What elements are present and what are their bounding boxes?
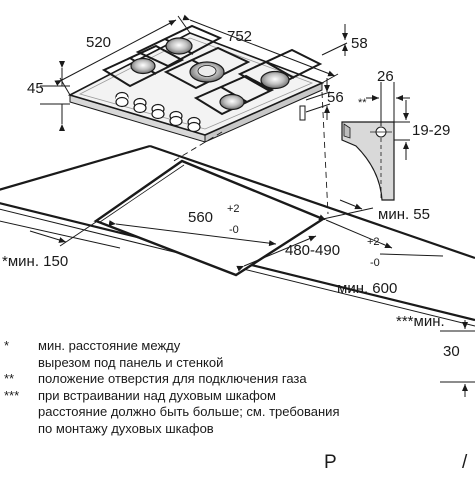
corner-mark-right: /: [462, 452, 468, 473]
footnote-mark: [4, 421, 38, 438]
dim-cutout-depth-tol-up: +2: [367, 236, 380, 248]
dim-gas-19-29: 19-29: [412, 122, 450, 139]
cutout-dimensions: [29, 199, 475, 397]
footnote-row: по монтажу духовых шкафов: [4, 421, 474, 438]
dim-depth-520: 520: [86, 34, 111, 51]
dim-min-30-value: 30: [443, 343, 460, 360]
dim-cutout-width-tol-up: +2: [227, 203, 240, 215]
hob-dimensions: [40, 14, 348, 131]
gas-connection-detail: [341, 82, 410, 201]
dim-gas-26: 26: [377, 68, 394, 85]
dim-width-752: 752: [227, 28, 252, 45]
footnote-text: мин. расстояние между: [38, 338, 181, 353]
worktop-back-edge: [0, 144, 151, 191]
gas-connector: [299, 105, 306, 121]
footnote-row: расстояние должно быть больше; см. требо…: [4, 404, 474, 421]
footnote-mark: *: [4, 338, 10, 353]
dim-right-56: 56: [327, 89, 344, 106]
dim-min-150: *мин. 150: [2, 253, 68, 270]
footnote-mark: [4, 355, 38, 372]
footnote-row: ** положение отверстия для подключения га…: [4, 371, 474, 388]
footnote-mark: **: [4, 371, 15, 386]
burner-center-wok-inner: [197, 65, 217, 77]
corner-letter-left: P: [324, 452, 337, 473]
dim-right-58: 58: [351, 35, 368, 52]
footnote-text: расстояние должно быть больше; см. требо…: [38, 404, 340, 419]
dim-min-30-label: ***мин.: [396, 313, 445, 330]
burner-front-left: [130, 57, 156, 75]
burner-rear-left: [165, 37, 193, 55]
dim-cutout-depth: 480-490: [285, 242, 340, 259]
footnote-row: * мин. расстояние между: [4, 338, 474, 355]
footnote-text: по монтажу духовых шкафов: [38, 420, 214, 436]
footnote-row: *** при встраивании над духовым шкафом: [4, 388, 474, 405]
gas-marker: **: [358, 97, 367, 109]
dim-min-600: мин. 600: [337, 280, 397, 297]
footnote-text: при встраивании над духовым шкафом: [38, 387, 276, 403]
dim-min-55: мин. 55: [378, 206, 430, 223]
control-knobs: [115, 91, 201, 133]
footnote-mark: [4, 404, 38, 421]
burner-rear-right: [260, 70, 290, 90]
dim-cutout-width-tol-down: -0: [229, 224, 239, 236]
dim-cutout-width: 560: [188, 209, 213, 226]
footnote-mark: ***: [4, 387, 20, 403]
footnotes: * мин. расстояние между вырезом под панел…: [4, 338, 474, 437]
dim-cutout-depth-tol-down: -0: [370, 257, 380, 269]
footnote-text: вырезом под панель и стенкой: [38, 354, 224, 370]
dim-height-45: 45: [27, 80, 44, 97]
footnote-row: вырезом под панель и стенкой: [4, 355, 474, 372]
burner-front-right: [219, 93, 245, 111]
footnote-text: положение отверстия для подключения газа: [38, 371, 307, 386]
